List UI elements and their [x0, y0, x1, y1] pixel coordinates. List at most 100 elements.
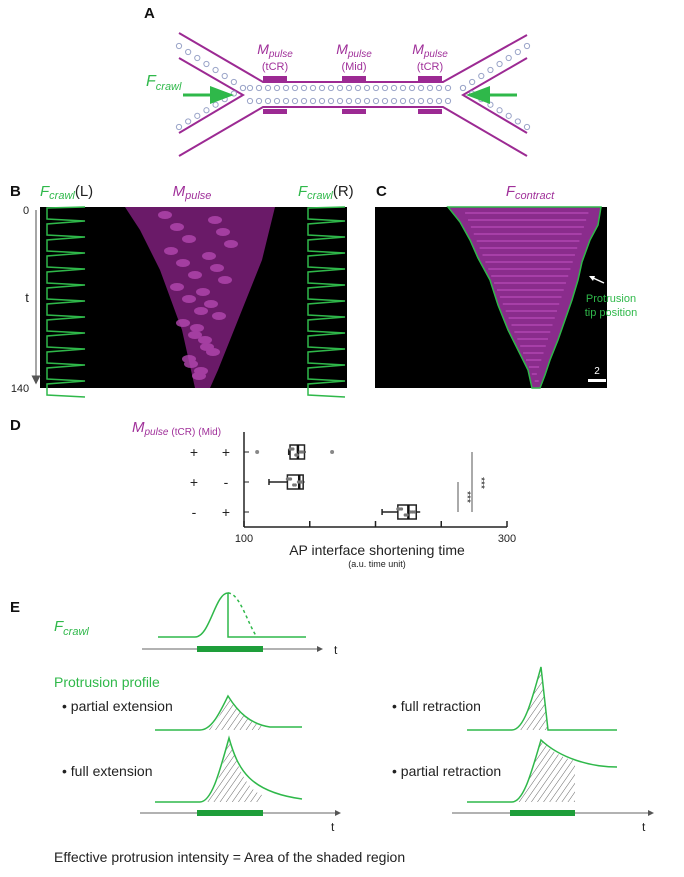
- e-fcrawl-label: Fcrawl: [54, 618, 89, 638]
- sign-tcr: +: [190, 474, 198, 490]
- cell: [185, 48, 192, 56]
- cell: [246, 84, 254, 92]
- mpulse-title: Mpulse: [173, 183, 212, 202]
- cell: [426, 97, 434, 105]
- footer-equation: Effective protrusion intensity = Area of…: [54, 849, 405, 865]
- sig-stars-1: ***: [461, 491, 472, 503]
- fcrawl-arrow-left-icon: [183, 86, 234, 104]
- cell: [363, 84, 371, 92]
- cell: [336, 97, 344, 105]
- pulse-label-tcr-left: Mpulse: [257, 41, 293, 60]
- mpulse-blob: [208, 216, 222, 224]
- fcontract-stripe: [473, 233, 582, 235]
- cell: [505, 112, 512, 119]
- sign-mid: +: [222, 444, 230, 460]
- mpulse-blob: [202, 252, 216, 260]
- panel-d: D Mpulse(tCR)(Mid) +++--+ 100 300 AP int…: [10, 417, 516, 569]
- fcontract-stripe: [467, 219, 587, 221]
- fcontract-stripe: [534, 380, 539, 382]
- t-label: t: [334, 643, 338, 657]
- panel-label-b: B: [10, 183, 21, 200]
- sign-mid: +: [222, 504, 230, 520]
- scale-bar-label: 2: [594, 366, 600, 377]
- cell: [408, 97, 416, 105]
- cell: [354, 84, 362, 92]
- cell: [435, 84, 443, 92]
- cell: [246, 97, 254, 105]
- cell: [390, 84, 398, 92]
- mpulse-blob: [176, 259, 190, 267]
- fcontract-stripe: [496, 289, 564, 291]
- cell: [345, 97, 353, 105]
- panel-label-d: D: [10, 417, 21, 434]
- cell: [273, 97, 281, 105]
- cell: [399, 84, 407, 92]
- fcontract-stripe: [482, 254, 575, 256]
- fcontract-stripe: [488, 268, 571, 270]
- t-label: t: [642, 820, 646, 834]
- mpulse-blob: [190, 324, 204, 332]
- sig-stars-2: ***: [475, 477, 486, 489]
- fcrawl-right-title: Fcrawl(R): [298, 183, 354, 202]
- data-point: [299, 480, 304, 484]
- fcontract-stripe: [502, 303, 560, 305]
- mpulse-blob: [164, 247, 178, 255]
- panel-c: C Fcontract Protrusion tip position 2: [375, 183, 637, 389]
- mpulse-blob: [204, 300, 218, 308]
- cell: [336, 84, 344, 92]
- cell: [327, 97, 335, 105]
- cell: [282, 97, 290, 105]
- cell: [363, 97, 371, 105]
- scale-bar: [588, 379, 606, 382]
- fcontract-stripe: [485, 261, 573, 263]
- pulse-label-tcr-right: Mpulse: [412, 41, 448, 60]
- cell: [417, 97, 425, 105]
- case-full-extension: • full extension: [62, 763, 153, 779]
- data-point: [399, 507, 404, 511]
- pulse-labels: Mpulse (tCR) Mpulse (Mid) Mpulse (tCR): [257, 41, 448, 73]
- cell: [381, 97, 389, 105]
- cell: [264, 84, 272, 92]
- cell: [300, 84, 308, 92]
- panel-label-e: E: [10, 599, 20, 616]
- cell: [345, 84, 353, 92]
- profile-curve: [467, 666, 617, 731]
- fcontract-stripe: [514, 331, 551, 333]
- mpulse-blob: [216, 228, 230, 236]
- cell-chain: [175, 42, 531, 131]
- tick-label-min: 100: [235, 533, 253, 545]
- shaded-area: [205, 696, 262, 730]
- mpulse-blob: [192, 372, 206, 380]
- panel-label-a: A: [144, 5, 155, 22]
- cell: [282, 84, 290, 92]
- cell: [372, 97, 380, 105]
- sign-tcr: +: [190, 444, 198, 460]
- data-point: [291, 447, 295, 451]
- sign-tcr: -: [192, 504, 197, 520]
- t-label: t: [331, 820, 335, 834]
- mpulse-blobs: [158, 211, 238, 380]
- cell: [487, 66, 494, 74]
- fcontract-stripe: [523, 352, 544, 354]
- cell: [309, 84, 317, 92]
- fcontract-stripes: [465, 212, 589, 382]
- mpulse-blob: [212, 312, 226, 320]
- cell: [194, 54, 201, 62]
- cell: [444, 84, 452, 92]
- time-label: t: [25, 290, 29, 305]
- mpulse-wedge: [125, 207, 275, 388]
- crawl-window-bar: [510, 810, 575, 816]
- cell: [514, 48, 521, 56]
- cell: [390, 97, 398, 105]
- time-end: 140: [11, 383, 29, 395]
- crawl-window-bar: [197, 810, 263, 816]
- d-x-title: AP interface shortening time: [289, 542, 465, 558]
- cell: [496, 60, 503, 68]
- fcontract-stripe: [470, 226, 584, 228]
- cell: [291, 84, 299, 92]
- cell: [354, 97, 362, 105]
- outlier-point: [330, 450, 335, 454]
- case-partial-extension: • partial extension: [62, 698, 173, 714]
- mpulse-blob: [188, 271, 202, 279]
